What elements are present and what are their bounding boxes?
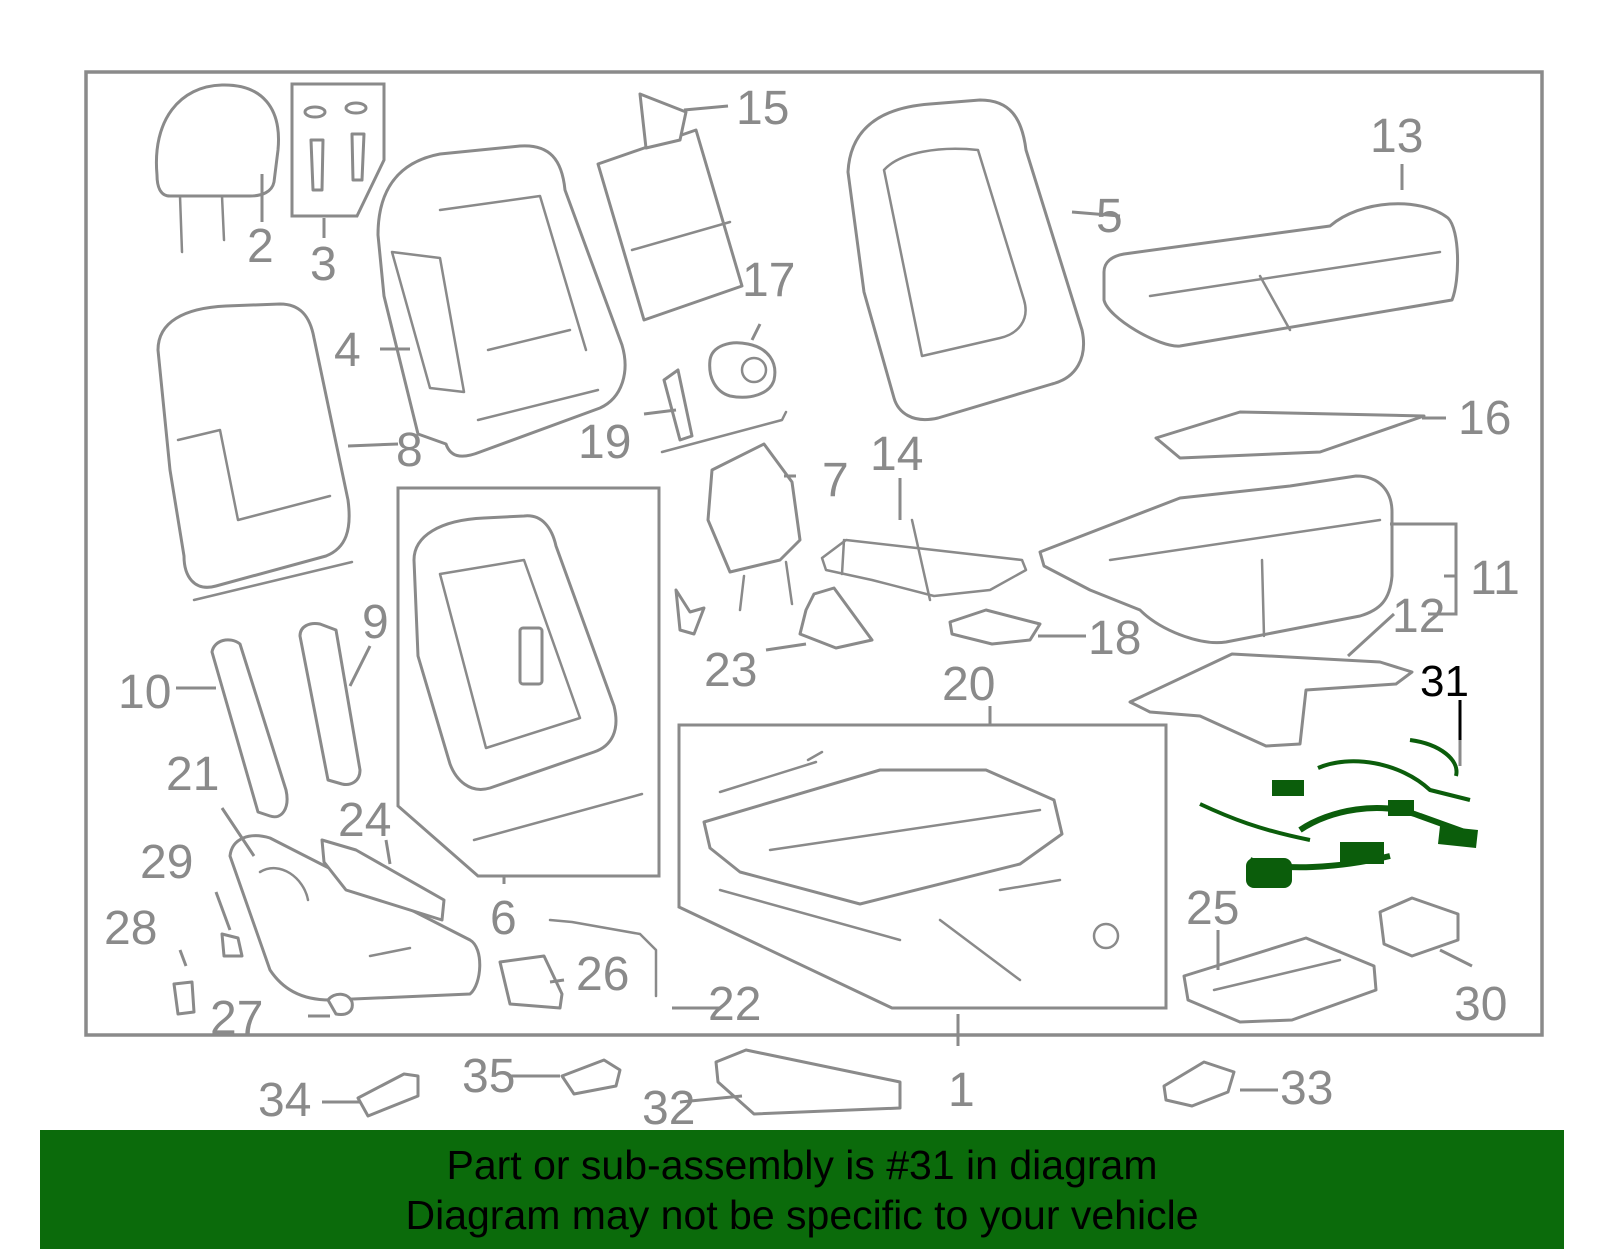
callout-21: 21 [166, 748, 219, 801]
switch-part-26 [498, 954, 564, 1010]
knob-part-28 [172, 980, 196, 1016]
callout-7: 7 [822, 454, 849, 507]
seat-shield-part-12 [1128, 652, 1414, 748]
seat-cover-part-13 [1102, 202, 1460, 348]
callout-31: 31 [1420, 657, 1469, 706]
callout-20: 20 [942, 658, 995, 711]
info-banner: Part or sub-assembly is #31 in diagram D… [40, 1130, 1564, 1249]
banner-line-1: Part or sub-assembly is #31 in diagram [446, 1141, 1158, 1188]
side-panel-part-10 [210, 638, 289, 819]
knob-part-29 [220, 932, 244, 958]
clip-part-35 [560, 1058, 622, 1096]
callout-labels: 1 2 3 4 5 6 7 8 9 10 11 12 13 14 15 16 1… [104, 82, 1520, 1135]
seatback-shell-part-4 [376, 144, 627, 458]
callout-10: 10 [118, 666, 171, 719]
callout-16: 16 [1458, 392, 1511, 445]
side-shield-part-21 [228, 834, 482, 1002]
frame-box-6 [396, 486, 661, 878]
callout-28: 28 [104, 902, 157, 955]
seat-track-part-20 [702, 750, 1120, 982]
callout-32: 32 [642, 1082, 695, 1135]
callout-1: 1 [948, 1064, 975, 1117]
callout-6: 6 [490, 892, 517, 945]
callout-19: 19 [578, 416, 631, 469]
callout-22: 22 [708, 978, 761, 1031]
trim-part-23 [798, 586, 874, 650]
callout-14: 14 [870, 428, 923, 481]
seat-cushion-part-11 [1038, 474, 1394, 645]
callout-9: 9 [362, 596, 389, 649]
cable-part-22 [548, 918, 658, 998]
callout-27: 27 [210, 992, 263, 1045]
clip-part-34 [356, 1072, 420, 1118]
side-panel-part-9 [298, 622, 362, 786]
callout-15: 15 [736, 82, 789, 135]
tray-part-25 [1182, 936, 1378, 1024]
seatback-panel-part-8 [156, 302, 354, 602]
module-part-30 [1378, 896, 1460, 958]
callout-5: 5 [1096, 190, 1123, 243]
callout-8: 8 [396, 424, 423, 477]
bracket-part-19 [662, 368, 694, 442]
clip-part-33 [1162, 1060, 1236, 1108]
seat-springs-part-14 [820, 518, 1028, 602]
track-box-20 [677, 723, 1168, 1010]
callout-23: 23 [704, 644, 757, 697]
wiring-harness-part-31 [1199, 738, 1478, 888]
callout-13: 13 [1370, 110, 1423, 163]
recliner-part-7 [660, 410, 802, 636]
knob-part-27 [326, 992, 354, 1016]
trim-part-32 [714, 1048, 902, 1116]
seatback-cover-part-5 [846, 98, 1085, 421]
seat-pad-part-16 [1154, 410, 1426, 460]
banner-line-2: Diagram may not be specific to your vehi… [405, 1191, 1199, 1238]
callout-11: 11 [1470, 552, 1520, 605]
backboard-part-15 [596, 92, 744, 322]
callout-30: 30 [1454, 978, 1507, 1031]
callout-4: 4 [334, 324, 361, 377]
callout-2: 2 [247, 220, 274, 273]
callout-12: 12 [1392, 590, 1445, 643]
vent-part-18 [948, 608, 1042, 646]
leader-lines [176, 104, 1473, 1104]
headrest-guides-part-3 [290, 82, 386, 218]
callout-35: 35 [462, 1050, 515, 1103]
callout-34: 34 [258, 1074, 311, 1127]
diagram-frame [84, 70, 1544, 1037]
callout-3: 3 [310, 238, 337, 291]
seatback-frame-part-6 [412, 514, 644, 842]
lumbar-actuator-part-17 [708, 341, 777, 399]
callout-25: 25 [1186, 882, 1239, 935]
headrest-part-2 [154, 83, 280, 254]
callout-33: 33 [1280, 1062, 1333, 1115]
callout-26: 26 [576, 948, 629, 1001]
callout-24: 24 [338, 794, 391, 847]
callout-18: 18 [1088, 612, 1141, 665]
callout-29: 29 [140, 836, 193, 889]
trim-part-24 [320, 838, 446, 922]
callout-17: 17 [742, 254, 795, 307]
